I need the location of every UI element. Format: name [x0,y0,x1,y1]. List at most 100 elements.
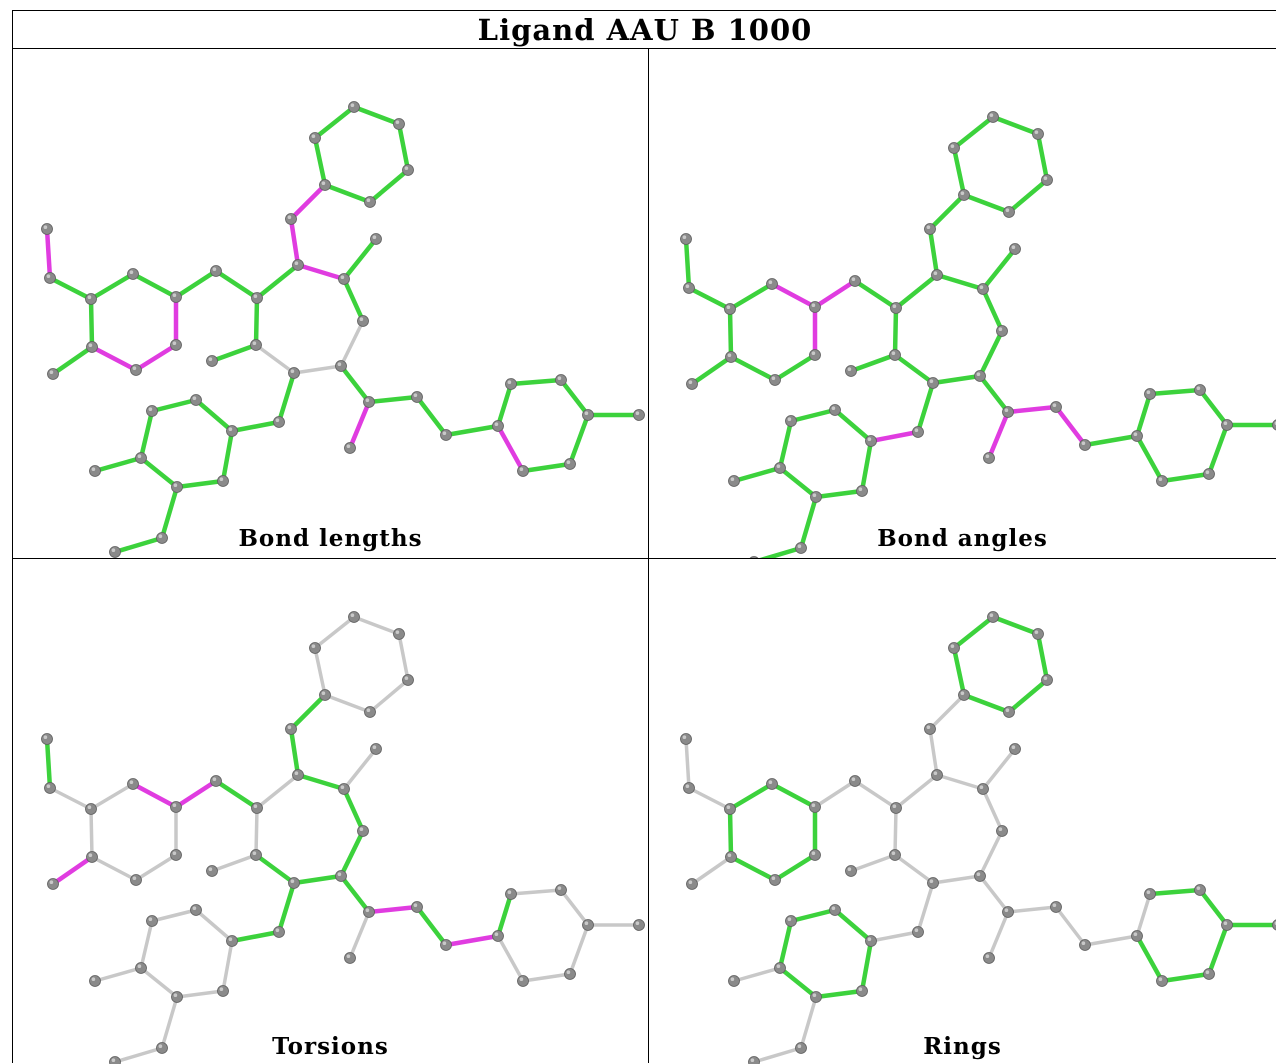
bond [686,239,689,288]
atom-highlight [769,280,773,284]
atom [857,486,868,497]
atom-highlight [47,274,51,278]
bond [896,275,937,308]
atom [932,770,943,781]
atom-highlight [977,372,981,376]
atom [227,936,238,947]
atom [556,375,567,386]
bond [141,968,177,997]
bond [91,274,133,299]
atom-highlight [893,304,897,308]
atom [925,224,936,235]
bond [291,185,325,219]
atom [90,466,101,477]
atom-highlight [852,277,856,281]
atom [830,905,841,916]
bond [1085,436,1137,445]
caption-torsions: Torsions [13,1033,648,1060]
bond [344,239,376,279]
atom-highlight [990,613,994,617]
bond [446,936,498,945]
atom [394,629,405,640]
bond [983,749,1015,789]
bond [325,185,370,202]
atom [687,379,698,390]
atom [810,802,821,813]
atom-highlight [291,369,295,373]
atom [345,443,356,454]
atom [336,361,347,372]
atom [218,476,229,487]
bond [871,432,918,441]
atom-highlight [813,993,817,997]
atom-highlight [50,880,54,884]
bond [298,265,344,279]
atom [1080,440,1091,451]
atom-highlight [193,906,197,910]
atom [866,936,877,947]
atom [681,734,692,745]
bond [775,855,815,880]
bond [851,855,895,871]
bond [1008,407,1056,412]
atom-highlight [1224,421,1228,425]
atom-highlight [351,103,355,107]
atom [1222,420,1233,431]
bond [256,855,294,883]
atom [251,850,262,861]
bond [298,775,344,789]
bond [918,383,933,432]
atom-highlight [727,305,731,309]
atom-highlight [367,708,371,712]
atom [171,802,182,813]
atom [345,953,356,964]
atom-highlight [1053,903,1057,907]
atom-highlight [1147,390,1151,394]
atom-highlight [1134,432,1138,436]
bond [256,808,257,855]
bond [871,932,918,941]
bond [291,695,325,729]
bond [692,357,731,384]
bond [1162,974,1209,981]
bond [937,775,983,789]
atom-highlight [683,235,687,239]
atom [932,270,943,281]
bond [212,855,256,871]
atom [493,421,504,432]
bond [1056,407,1085,445]
atom-highlight [558,886,562,890]
atom-highlight [508,890,512,894]
atom [274,927,285,938]
atom-highlight [295,771,299,775]
atom [890,350,901,361]
atom-highlight [812,303,816,307]
bond [399,124,408,170]
bond [136,345,176,370]
panel-bond-angles: Bond angles [648,48,1276,558]
atom-highlight [728,853,732,857]
atom-highlight [312,134,316,138]
bond [1137,394,1150,436]
atom-highlight [213,777,217,781]
panel-bond-lengths: Bond lengths [12,48,648,558]
bond [152,910,196,921]
atom-highlight [351,613,355,617]
atom-highlight [892,851,896,855]
panel-torsions: Torsions [12,558,648,1063]
figure-title: Ligand AAU B 1000 [12,10,1276,49]
bond [930,695,964,729]
bond [341,876,369,912]
atom [1132,931,1143,942]
atom-highlight [288,215,292,219]
atom-highlight [254,804,258,808]
atom [171,340,182,351]
bond [816,991,862,997]
atom [371,744,382,755]
atom-highlight [892,351,896,355]
atom-highlight [1197,886,1201,890]
bond [780,921,791,968]
atom [786,416,797,427]
atom [403,165,414,176]
atom [293,260,304,271]
